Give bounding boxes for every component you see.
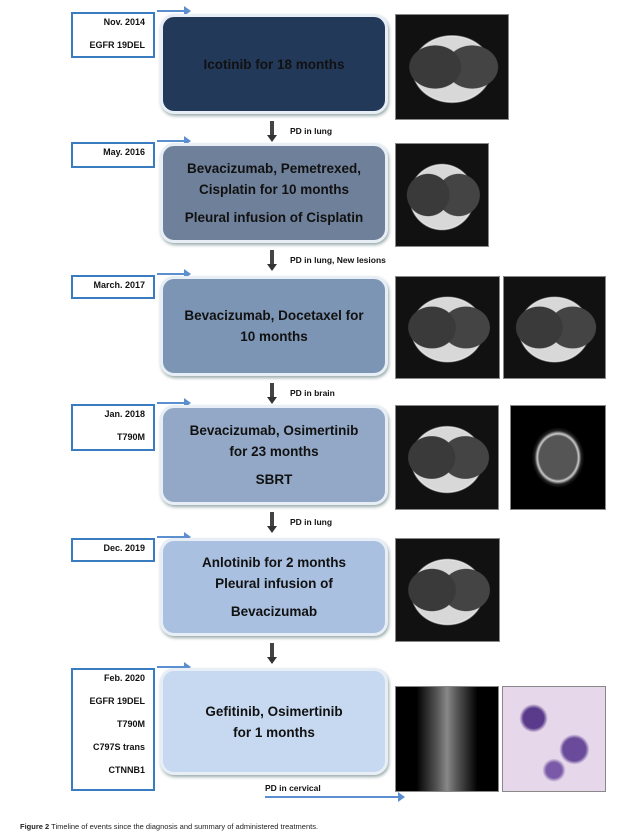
down-arrow-icon	[267, 383, 277, 404]
stage-info-text: Jan. 2018	[104, 409, 145, 419]
stage-info-text: Feb. 2020	[103, 673, 145, 683]
stage-info-text: Nov. 2014	[103, 17, 145, 27]
treatment-text: Anlotinib for 2 months	[202, 555, 346, 570]
stage-info-box: Dec. 2019	[71, 538, 155, 562]
treatment-text: Bevacizumab, Pemetrexed,	[186, 161, 362, 176]
chest-ct-image	[395, 14, 509, 120]
progression-label: PD in cervical	[265, 783, 321, 793]
treatment-text: Bevacizumab	[230, 604, 318, 619]
chest-ct-image	[395, 538, 500, 642]
progression-label: PD in lung, New lesions	[290, 255, 386, 265]
arrow-connector	[157, 532, 191, 542]
stage-info-box: May. 2016	[71, 142, 155, 168]
arrow-connector	[157, 398, 191, 408]
treatment-text: Pleural infusion of	[215, 576, 333, 591]
treatment-box: Bevacizumab, Pemetrexed, Cisplatin for 10…	[160, 143, 388, 243]
stage-info-text: May. 2016	[103, 147, 145, 157]
stage-info-text: EGFR 19DEL	[89, 696, 145, 706]
treatment-text: SBRT	[255, 472, 293, 487]
down-arrow-icon	[267, 250, 277, 271]
arrow-connector	[157, 6, 191, 16]
down-arrow-icon	[267, 121, 277, 142]
progression-label: PD in lung	[290, 517, 333, 527]
stage-info-text: March. 2017	[93, 280, 145, 290]
brain-mri-image	[510, 405, 606, 510]
caption-text: Timeline of events since the diagnosis a…	[49, 822, 319, 831]
chest-ct-image	[395, 405, 499, 510]
treatment-text: Bevacizumab, Osimertinib	[189, 423, 359, 438]
chest-ct-image	[395, 143, 489, 247]
stage-info-text: EGFR 19DEL	[89, 40, 145, 50]
stage-info-text: T790M	[116, 719, 145, 729]
stage-info-text: CTNNB1	[108, 765, 145, 775]
chest-ct-image	[395, 276, 500, 379]
treatment-box: Gefitinib, Osimertinib for 1 months	[160, 668, 388, 775]
figure-caption: Figure 2 Timeline of events since the di…	[20, 822, 318, 831]
stage-info-text: T790M	[116, 432, 145, 442]
neck-mri-image	[395, 686, 499, 792]
treatment-text: Cisplatin for 10 months	[198, 182, 350, 197]
treatment-box: Bevacizumab, Docetaxel for 10 months	[160, 276, 388, 376]
arrow-connector	[157, 269, 191, 279]
stage-info-text: Dec. 2019	[103, 543, 145, 553]
arrow-connector	[157, 136, 191, 146]
treatment-text: Gefitinib, Osimertinib	[205, 703, 343, 719]
caption-label: Figure 2	[20, 822, 50, 831]
treatment-text: Pleural infusion of Cisplatin	[184, 210, 364, 225]
arrow-connector	[265, 792, 405, 802]
arrow-connector	[157, 662, 191, 672]
progression-label: PD in brain	[290, 388, 335, 398]
treatment-text: for 23 months	[229, 444, 319, 459]
treatment-text: for 1 months	[233, 724, 315, 740]
treatment-box: Icotinib for 18 months	[160, 14, 388, 114]
treatment-text: 10 months	[240, 329, 308, 344]
treatment-text: Icotinib for 18 months	[203, 56, 345, 72]
down-arrow-icon	[267, 643, 277, 664]
stage-info-text: C797S trans	[92, 742, 145, 752]
treatment-text: Bevacizumab, Docetaxel for	[184, 308, 364, 323]
down-arrow-icon	[267, 512, 277, 533]
progression-label: PD in lung	[290, 126, 333, 136]
stage-info-box: March. 2017	[71, 275, 155, 299]
histology-image	[502, 686, 606, 792]
chest-ct-image	[503, 276, 606, 379]
